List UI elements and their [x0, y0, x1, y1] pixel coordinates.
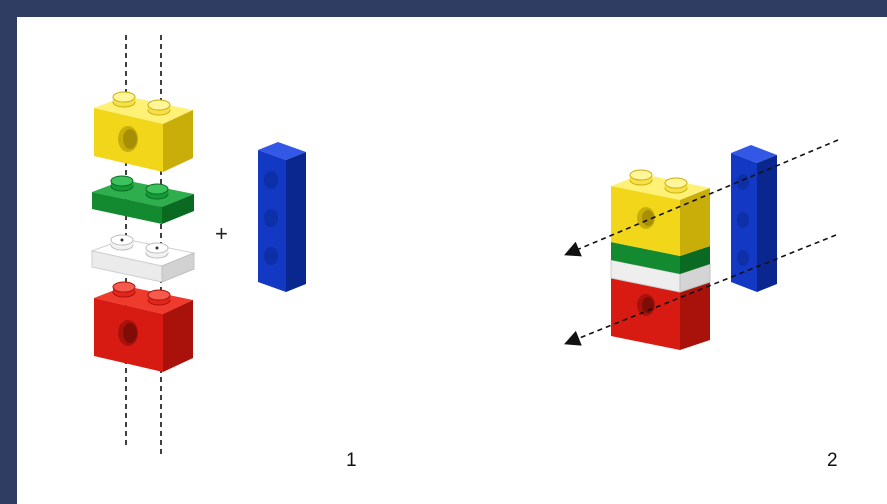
step-2-label: 2 — [827, 450, 838, 472]
green-plate-icon — [92, 176, 194, 224]
step-1-label: 1 — [346, 450, 357, 472]
yellow-brick-icon — [94, 92, 193, 172]
assembled-blue-beam-icon — [731, 145, 777, 292]
assembled-yellow-brick-icon — [611, 170, 710, 256]
plus-sign: + — [215, 221, 228, 247]
white-plate-icon — [92, 235, 194, 282]
assembled-red-brick-icon — [611, 278, 710, 350]
red-brick-icon — [94, 282, 193, 372]
blue-beam-icon — [258, 142, 306, 292]
